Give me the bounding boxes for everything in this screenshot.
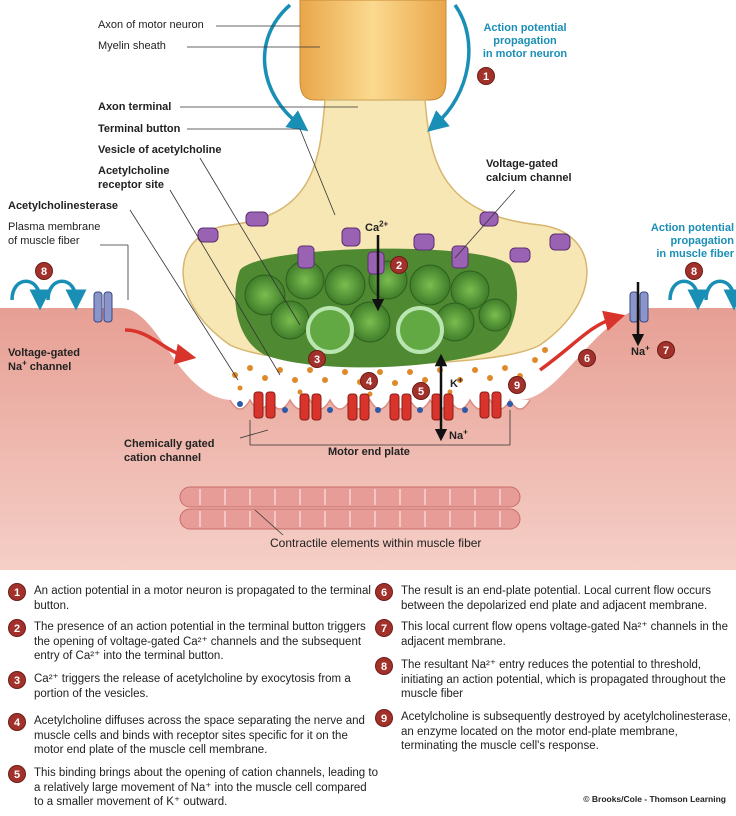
label-ca: Ca2+	[365, 219, 389, 235]
ap-muscle-line-1: Action potential	[650, 222, 734, 234]
label-ap-neuron: Action potential propagation in motor ne…	[470, 22, 580, 61]
ion-arrows	[371, 235, 645, 442]
step-2-badge: 2	[8, 619, 26, 637]
label-na: Na+	[449, 427, 468, 443]
label-chem-2: cation channel	[124, 452, 202, 464]
label-vg-calcium-1: Voltage-gated	[486, 158, 558, 170]
step-8: 8 The resultant Na²⁺ entry reduces the po…	[375, 657, 731, 702]
label-plasma-1: Plasma membrane	[8, 221, 101, 233]
step-9-badge: 9	[375, 709, 393, 727]
ap-muscle-line-2: propagation	[670, 235, 734, 247]
ap-muscle-line-3: in muscle fiber	[656, 248, 734, 260]
axon	[299, 0, 447, 101]
step-1: 1 An action potential in a motor neuron i…	[8, 583, 379, 613]
step-legend: 1 An action potential in a motor neuron i…	[0, 578, 736, 808]
badge-2: 2	[390, 256, 408, 274]
label-na-right: Na+	[631, 343, 650, 359]
neuromuscular-junction-diagram: Axon of motor neuron Myelin sheath Axon …	[0, 0, 736, 570]
label-myelin: Myelin sheath	[98, 40, 166, 52]
step-2-text: The presence of an action potential in t…	[34, 621, 366, 662]
action-potential-arrows	[10, 3, 736, 311]
ca-symbol: Ca	[365, 222, 380, 234]
label-chem-1: Chemically gated	[124, 438, 215, 450]
copyright: © Brooks/Cole - Thomson Learning	[583, 794, 726, 804]
step-7-text: This local current flow opens voltage-ga…	[401, 621, 728, 648]
ap-neuron-line-2: propagation	[493, 35, 557, 47]
label-receptor-2: receptor site	[98, 179, 165, 191]
label-axon: Axon of motor neuron	[98, 19, 204, 31]
vg-na-symbol: Na	[8, 361, 23, 373]
ca-charge: 2+	[379, 219, 389, 229]
cation-channels	[253, 391, 502, 421]
label-vesicle: Vesicle of acetylcholine	[98, 144, 222, 156]
step-4: 4 Acetylcholine diffuses across the space…	[8, 713, 379, 758]
ap-neuron-line-3: in motor neuron	[482, 48, 568, 60]
label-receptor-1: Acetylcholine	[98, 165, 170, 177]
step-8-badge: 8	[375, 657, 393, 675]
label-vg-na-1: Voltage-gated	[8, 347, 80, 359]
step-1-text: An action potential in a motor neuron is…	[34, 585, 371, 612]
fusing-vesicles	[306, 306, 444, 354]
na-symbol: Na	[449, 430, 464, 442]
step-5: 5 This binding brings about the opening o…	[8, 765, 379, 810]
vg-na-channel-word: channel	[26, 361, 72, 373]
ap-neuron-line-1: Action potential	[483, 22, 567, 34]
step-5-text: This binding brings about the opening of…	[34, 767, 378, 808]
label-terminal-button: Terminal button	[98, 123, 181, 135]
step-3: 3 Ca²⁺ triggers the release of acetylchol…	[8, 671, 379, 701]
leader-lines	[100, 25, 516, 536]
label-vg-calcium-2: calcium channel	[486, 172, 572, 184]
na-charge: +	[463, 427, 468, 437]
k-charge: +	[457, 375, 463, 385]
label-acetylcholinesterase: Acetylcholinesterase	[8, 200, 119, 212]
step-7: 7 This local current flow opens voltage-g…	[375, 619, 731, 649]
voltage-gated-na-channels	[93, 291, 649, 323]
local-current-arrows	[124, 310, 626, 372]
badge-9: 9	[508, 376, 526, 394]
label-motor-end-plate: Motor end plate	[328, 446, 410, 458]
label-axon-terminal: Axon terminal	[98, 101, 172, 113]
step-9-text: Acetylcholine is subsequently destroyed …	[401, 711, 731, 752]
badge-4: 4	[360, 372, 378, 390]
step-7-badge: 7	[375, 619, 393, 637]
step-6: 6 The result is an end-plate potential. L…	[375, 583, 731, 613]
label-contractile: Contractile elements within muscle fiber	[270, 536, 482, 550]
step-2: 2 The presence of an action potential in …	[8, 619, 379, 664]
diagram-canvas	[0, 0, 736, 570]
k-symbol: K	[450, 378, 458, 390]
badge-1: 1	[477, 67, 495, 85]
contractile-elements	[179, 486, 521, 530]
step-6-badge: 6	[375, 583, 393, 601]
step-9: 9 Acetylcholine is subsequently destroyed…	[375, 709, 731, 754]
step-6-text: The result is an end-plate potential. Lo…	[401, 585, 712, 612]
step-4-text: Acetylcholine diffuses across the space …	[34, 715, 365, 756]
step-4-badge: 4	[8, 713, 26, 731]
step-3-text: Ca²⁺ triggers the release of acetylcholi…	[34, 673, 351, 700]
badge-5: 5	[412, 382, 430, 400]
vg-na-charge: +	[22, 358, 27, 368]
na-right-symbol: Na	[631, 346, 646, 358]
badge-3: 3	[308, 350, 326, 368]
step-3-badge: 3	[8, 671, 26, 689]
label-k: K+	[450, 375, 463, 391]
step-1-badge: 1	[8, 583, 26, 601]
label-plasma-2: of muscle fiber	[8, 235, 80, 247]
step-5-badge: 5	[8, 765, 26, 783]
na-right-charge: +	[645, 343, 650, 353]
badge-8-left: 8	[35, 262, 53, 280]
badge-6: 6	[578, 349, 596, 367]
step-8-text: The resultant Na²⁺ entry reduces the pot…	[401, 659, 726, 700]
calcium-channels	[197, 211, 571, 275]
label-ap-muscle: Action potential propagation in muscle f…	[634, 222, 734, 261]
acetylcholinesterase-molecules	[237, 401, 513, 413]
badge-8-right: 8	[685, 262, 703, 280]
label-vg-na-2: Na+ channel	[8, 358, 72, 374]
badge-7: 7	[657, 341, 675, 359]
